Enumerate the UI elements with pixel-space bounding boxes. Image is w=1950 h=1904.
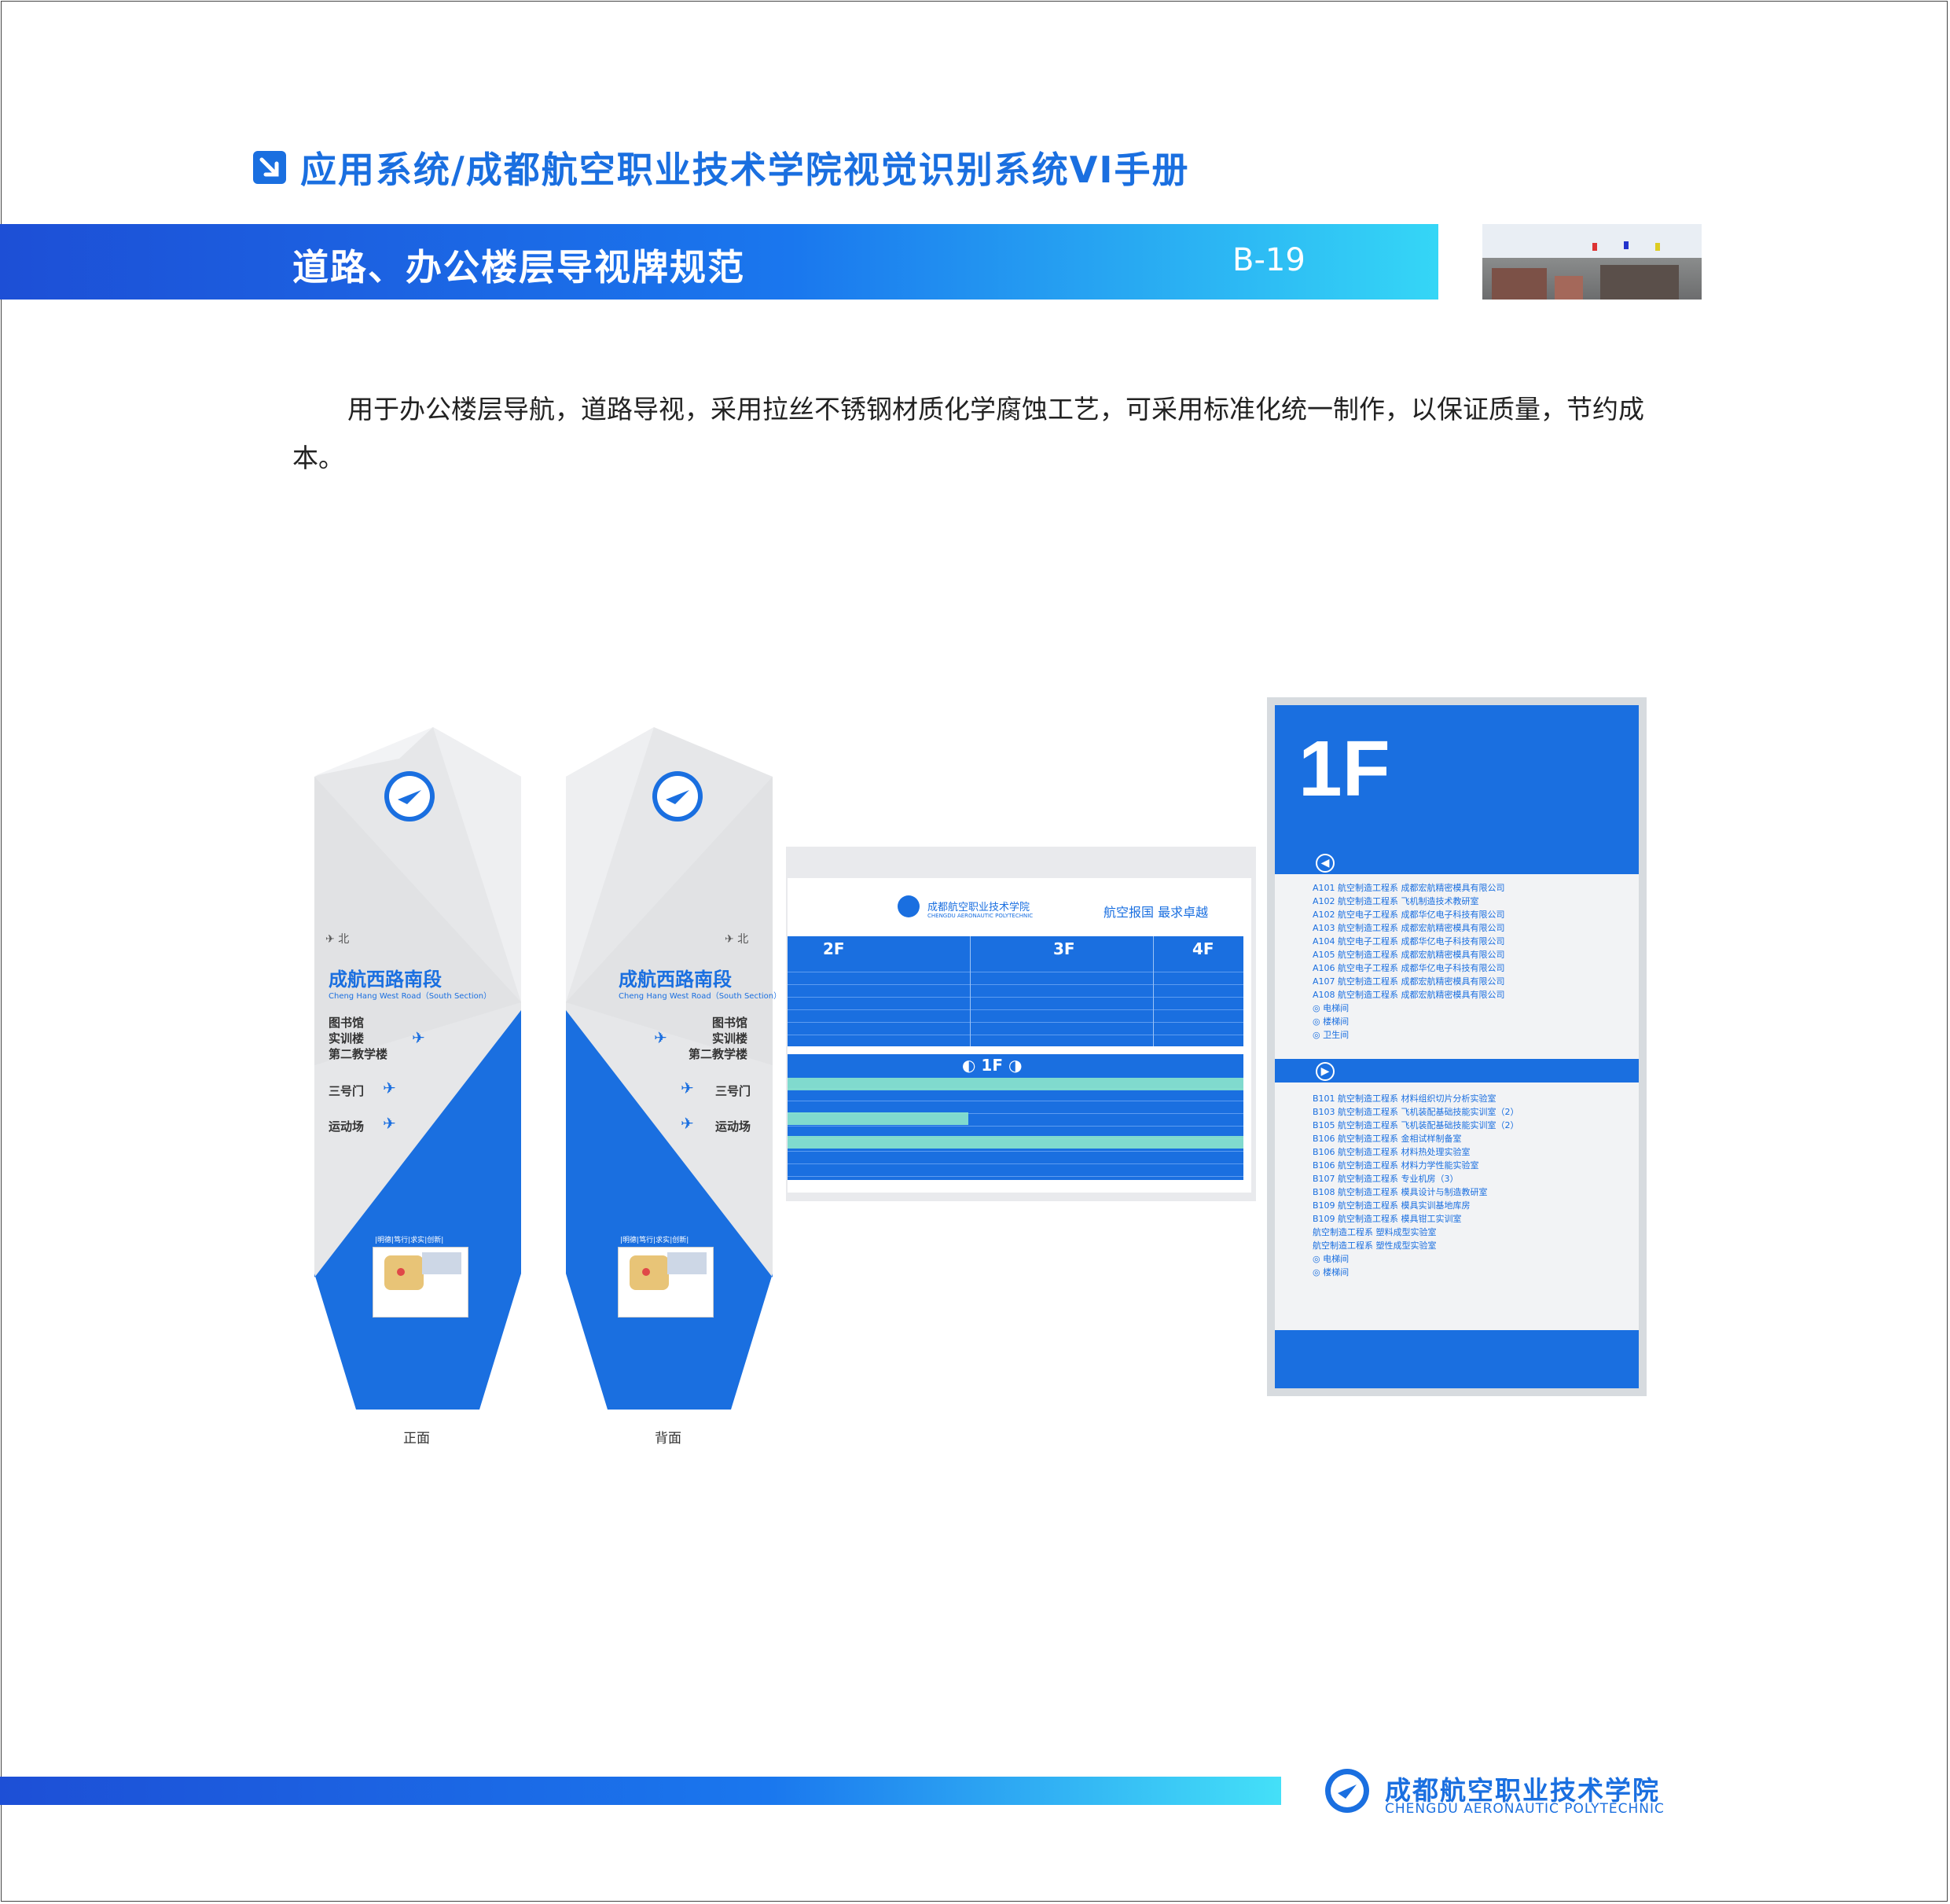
plane-icon: ✈ xyxy=(681,1079,694,1097)
room-entry: A102 航空制造工程系 飞机制造技术教研室 xyxy=(1313,896,1479,906)
arrow-left-icon: ◀ xyxy=(1316,854,1335,873)
section-band xyxy=(0,224,1438,300)
destination-sports: 运动场 xyxy=(715,1119,751,1134)
room-entry: B106 航空制造工程系 金相试样制备室 xyxy=(1313,1134,1462,1144)
room-entry: A103 航空制造工程系 成都宏航精密模具有限公司 xyxy=(1313,923,1505,933)
amenity-entry: ◎ 楼梯间 xyxy=(1313,1016,1350,1027)
room-entry: A106 航空电子工程系 成都华亿电子科技有限公司 xyxy=(1313,963,1505,973)
road-sign-back xyxy=(566,727,773,1410)
destination-sports: 运动场 xyxy=(329,1119,365,1134)
destination-teaching: 第二教学楼 xyxy=(689,1047,748,1061)
floor-3f: 3F xyxy=(1053,939,1075,958)
room-entry: B109 航空制造工程系 模具钳工实训室 xyxy=(1313,1214,1462,1224)
road-name-front: 成航西路南段 xyxy=(329,969,442,991)
campus-photo xyxy=(1482,224,1702,300)
motto-back: |明德|笃行|求实|创新| xyxy=(620,1237,689,1244)
caption-back: 背面 xyxy=(655,1431,681,1446)
room-entry: A107 航空制造工程系 成都宏航精密模具有限公司 xyxy=(1313,976,1505,987)
room-entry: A102 航空电子工程系 成都华亿电子科技有限公司 xyxy=(1313,910,1505,920)
amenity-entry: ◎ 卫生间 xyxy=(1313,1030,1350,1040)
destination-training: 实训楼 xyxy=(712,1031,748,1046)
destination-gate: 三号门 xyxy=(329,1084,365,1098)
room-entry: A104 航空电子工程系 成都华亿电子科技有限公司 xyxy=(1313,936,1505,946)
plane-icon: ✈ xyxy=(654,1028,667,1047)
road-sign-front xyxy=(314,727,521,1410)
amenity-entry: ◎ 电梯间 xyxy=(1313,1254,1350,1264)
footer-school-name: 成都航空职业技术学院 xyxy=(1385,1775,1660,1806)
room-entry: A101 航空制造工程系 成都宏航精密模具有限公司 xyxy=(1313,883,1505,893)
room-entry: A108 航空制造工程系 成都宏航精密模具有限公司 xyxy=(1313,990,1505,1000)
sign-base xyxy=(1275,1330,1639,1388)
floor-directory-sign: 1F ◀ A101 航空制造工程系 成都宏航精密模具有限公司 A102 航空制造工… xyxy=(1267,697,1647,1396)
first-floor-panel: ◐ 1F ◑ xyxy=(788,1054,1243,1180)
campus-map-back xyxy=(618,1247,714,1318)
floor-4f: 4F xyxy=(1192,939,1214,958)
motto-front: |明德|笃行|求实|创新| xyxy=(375,1237,444,1244)
plane-icon: ✈ xyxy=(681,1114,694,1133)
intro-paragraph: 用于办公楼层导航，道路导视，采用拉丝不锈钢材质化学腐蚀工艺，可采用标准化统一制作… xyxy=(292,394,1644,473)
page-header: 应用系统/成都航空职业技术学院视觉识别系统VI手册 xyxy=(253,142,1190,193)
arrow-right-icon: ▶ xyxy=(1316,1062,1335,1081)
room-entry: B103 航空制造工程系 飞机装配基础技能实训室（2） xyxy=(1313,1107,1519,1117)
board-school-en: CHENGDU AERONAUTIC POLYTECHNIC xyxy=(927,913,1034,919)
manual-title: 应用系统/成都航空职业技术学院视觉识别系统VI手册 xyxy=(300,149,1190,191)
floor-number: 1F xyxy=(1298,725,1390,813)
section-b-bar: ▶ xyxy=(1275,1059,1639,1082)
destination-library: 图书馆 xyxy=(712,1016,748,1030)
arrow-down-right-icon xyxy=(253,151,286,184)
section-b-list: B101 航空制造工程系 材料组织切片分析实验室 B103 航空制造工程系 飞机装… xyxy=(1313,1092,1519,1279)
upper-floors-panel: 2F 3F 4F xyxy=(788,936,1243,1046)
room-entry: B105 航空制造工程系 飞机装配基础技能实训室（2） xyxy=(1313,1120,1519,1130)
room-entry: B107 航空制造工程系 专业机房（3） xyxy=(1313,1174,1459,1184)
floor-1f: ◐ 1F ◑ xyxy=(962,1056,1023,1075)
destinations-group-back: 图书馆 实训楼 第二教学楼 xyxy=(689,1015,747,1062)
campus-map-front xyxy=(373,1247,468,1318)
caption-front: 正面 xyxy=(403,1431,430,1446)
school-logo-icon xyxy=(1325,1769,1369,1813)
destination-gate: 三号门 xyxy=(715,1084,751,1098)
amenity-entry: ◎ 楼梯间 xyxy=(1313,1267,1350,1277)
room-entry: B106 航空制造工程系 材料热处理实验室 xyxy=(1313,1147,1471,1157)
logo-icon xyxy=(898,895,920,917)
north-label-front: ✈ 北 xyxy=(325,933,350,946)
room-entry: B108 航空制造工程系 模具设计与制造教研室 xyxy=(1313,1187,1488,1197)
room-entry: A105 航空制造工程系 成都宏航精密模具有限公司 xyxy=(1313,950,1505,960)
board-school-name: 成都航空职业技术学院 xyxy=(927,902,1030,913)
section-title: 道路、办公楼层导视牌规范 xyxy=(292,246,745,289)
destination-library: 图书馆 xyxy=(329,1016,365,1030)
room-entry: 航空制造工程系 塑料成型实验室 xyxy=(1313,1227,1437,1237)
room-entry: B101 航空制造工程系 材料组织切片分析实验室 xyxy=(1313,1094,1496,1104)
section-a-bar: ◀ xyxy=(1275,851,1639,874)
road-name-en-back: Cheng Hang West Road（South Section） xyxy=(619,992,782,1001)
destination-training: 实训楼 xyxy=(329,1031,365,1046)
room-entry: B109 航空制造工程系 模具实训基地库房 xyxy=(1313,1200,1471,1211)
road-name-en-front: Cheng Hang West Road（South Section） xyxy=(329,992,492,1001)
plane-icon: ✈ xyxy=(383,1079,396,1097)
section-a-list: A101 航空制造工程系 成都宏航精密模具有限公司 A102 航空制造工程系 飞机… xyxy=(1313,881,1505,1042)
page-code: B-19 xyxy=(1232,242,1306,278)
destination-teaching: 第二教学楼 xyxy=(329,1047,388,1061)
plane-icon: ✈ xyxy=(412,1028,425,1047)
room-entry: B106 航空制造工程系 材料力学性能实验室 xyxy=(1313,1160,1479,1171)
floor-2f: 2F xyxy=(823,939,845,958)
destinations-group-front: 图书馆 实训楼 第二教学楼 xyxy=(329,1015,387,1062)
plane-icon: ✈ xyxy=(383,1114,396,1133)
footer-band xyxy=(0,1777,1281,1805)
north-label-back: ✈ 北 xyxy=(725,933,749,946)
directory-board: 成都航空职业技术学院 CHENGDU AERONAUTIC POLYTECHNI… xyxy=(788,878,1251,1193)
room-entry: 航空制造工程系 塑性成型实验室 xyxy=(1313,1241,1437,1251)
board-slogan: 航空报国 最求卓越 xyxy=(1104,905,1209,920)
footer-school-en: CHENGDU AERONAUTIC POLYTECHNIC xyxy=(1385,1801,1665,1817)
road-name-back: 成航西路南段 xyxy=(619,969,732,991)
amenity-entry: ◎ 电梯间 xyxy=(1313,1003,1350,1013)
